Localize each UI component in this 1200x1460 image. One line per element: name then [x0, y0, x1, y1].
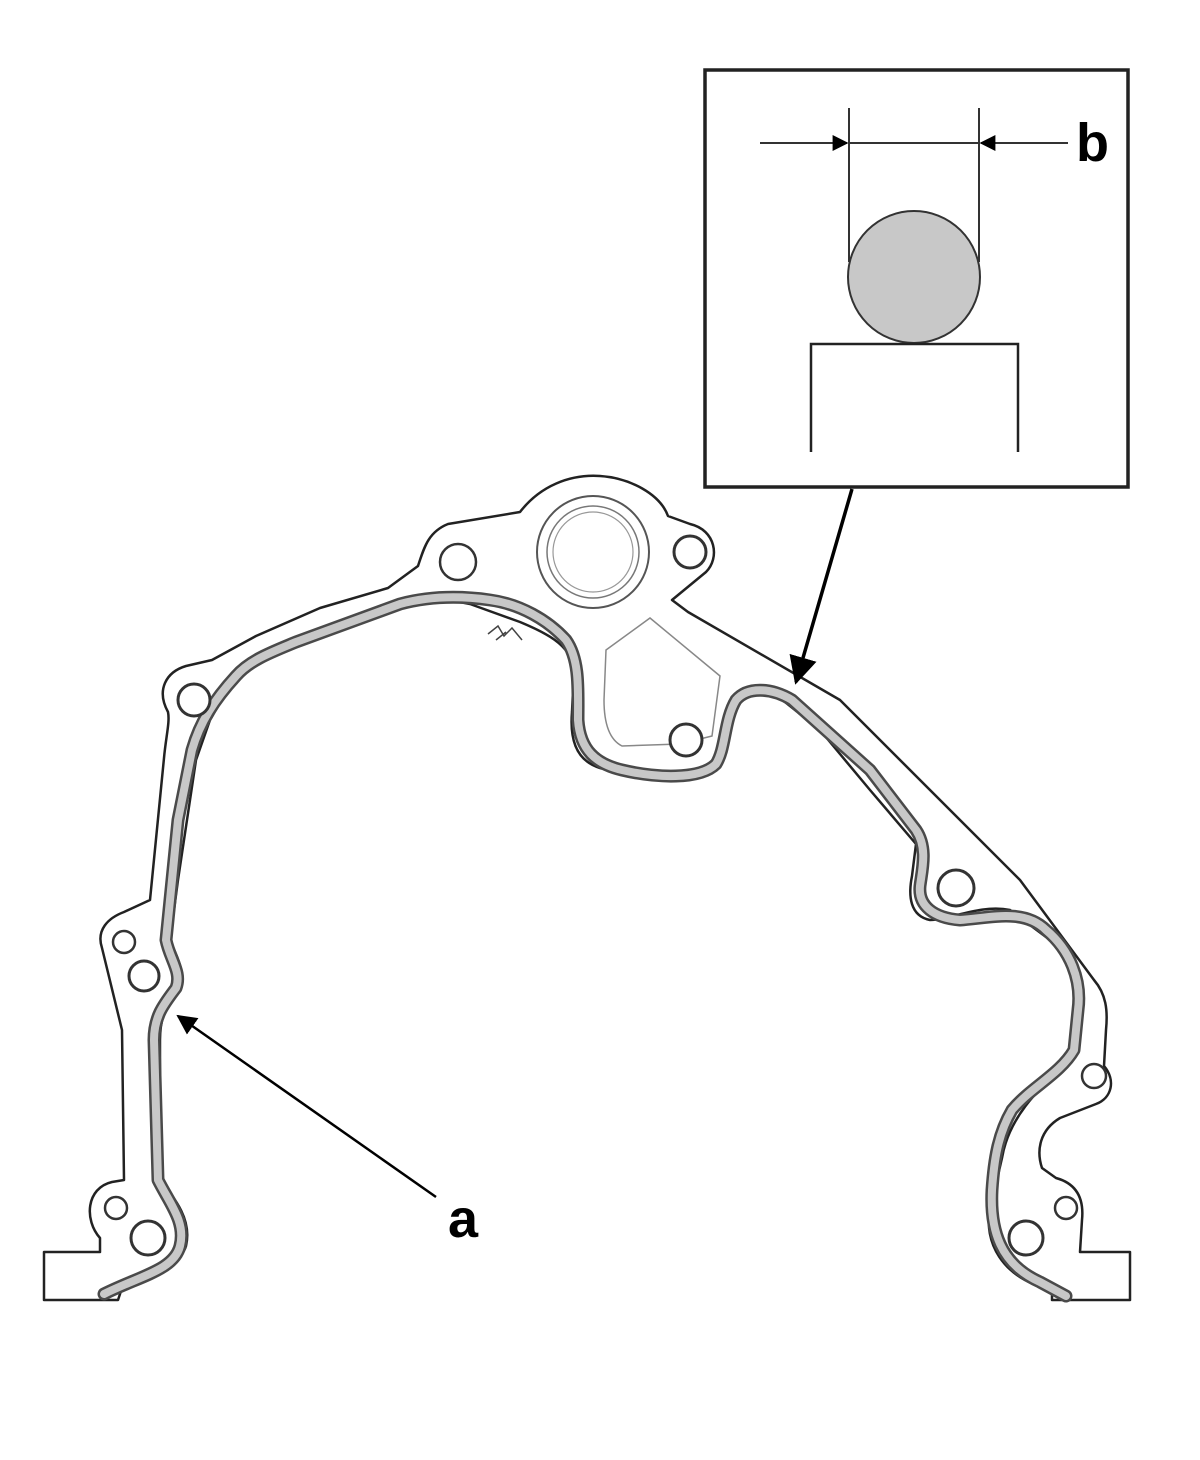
label-a: a — [448, 1189, 479, 1249]
bolt-hole — [129, 1219, 167, 1257]
bolt-holes — [103, 534, 1108, 1257]
bolt-hole — [176, 682, 212, 718]
flange-cross-section — [809, 342, 1020, 452]
sealant-bead — [97, 590, 1086, 1303]
inner-pocket — [603, 617, 721, 747]
bolt-hole — [103, 1195, 129, 1221]
bolt-hole — [1080, 1062, 1108, 1090]
detail-inset: b — [703, 68, 1130, 489]
seal-ring-bore — [552, 511, 634, 593]
center-boss — [487, 495, 721, 747]
bolt-hole — [672, 534, 708, 570]
label-b: b — [1076, 113, 1109, 173]
bolt-hole — [936, 868, 976, 908]
inset-leader-arrow — [789, 488, 854, 685]
bolt-hole — [111, 929, 137, 955]
bolt-hole — [1007, 1219, 1045, 1257]
callout-a-leader — [176, 1014, 437, 1199]
small-tab-mark — [487, 624, 523, 641]
bead-cross-section — [847, 210, 981, 344]
bolt-hole — [127, 959, 161, 993]
bolt-hole — [668, 722, 704, 758]
sealant-bead-fill — [100, 593, 1083, 1300]
bolt-hole — [1053, 1195, 1079, 1221]
bolt-hole — [438, 542, 478, 582]
